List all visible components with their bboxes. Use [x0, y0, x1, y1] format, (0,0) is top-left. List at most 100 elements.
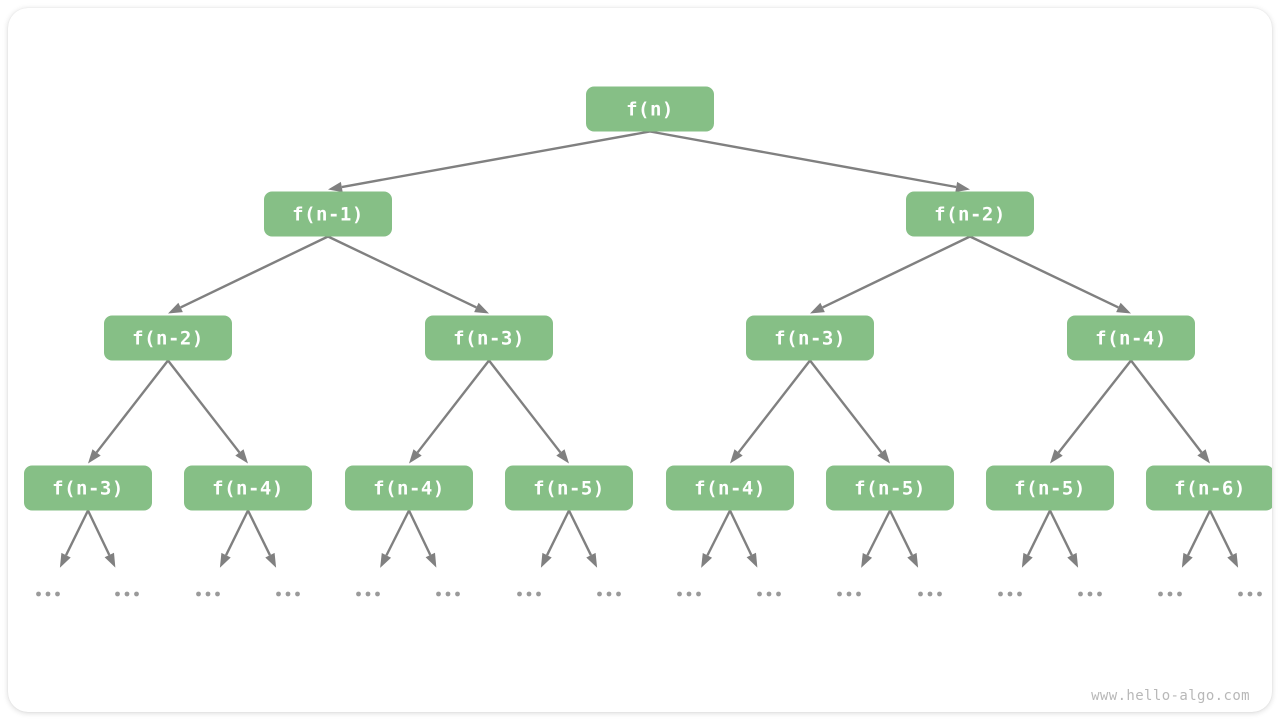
node-label: f(n-1) — [292, 204, 364, 226]
ellipsis-dot — [927, 591, 933, 597]
arrow-head-icon — [810, 302, 825, 314]
tree-node[interactable]: f(n-3) — [746, 315, 874, 361]
arrow-head-icon — [235, 449, 248, 464]
leaf-stub-7-0 — [1181, 509, 1212, 568]
ellipsis-group — [918, 591, 942, 597]
edge-l1-1-c0 — [810, 235, 971, 314]
tree-node[interactable]: f(n-4) — [184, 465, 312, 511]
node-box[interactable] — [104, 315, 232, 361]
edge-line — [545, 509, 571, 556]
ellipsis-dot — [846, 591, 852, 597]
node-box[interactable] — [184, 465, 312, 511]
node-label: f(n-4) — [373, 478, 445, 500]
tree-node[interactable]: f(n-4) — [345, 465, 473, 511]
tree-node[interactable]: f(n-5) — [826, 465, 954, 511]
leaf-stub-2-0 — [380, 509, 411, 568]
tree-node[interactable]: f(n-4) — [666, 465, 794, 511]
ellipsis-dot — [196, 591, 201, 597]
leaf-stub-5-0 — [861, 509, 892, 568]
tree-node[interactable]: f(n-5) — [986, 465, 1114, 511]
ellipsis-dot — [436, 591, 441, 597]
ellipsis-dot — [837, 591, 842, 597]
ellipsis-dot — [1177, 591, 1182, 597]
arrow-head-icon — [59, 552, 71, 568]
ellipsis-dot — [124, 591, 130, 597]
node-box[interactable] — [1067, 315, 1195, 361]
ellipsis-dot — [295, 591, 300, 597]
leaf-stub-1-0 — [219, 509, 250, 568]
ellipsis-group — [998, 591, 1022, 597]
edge-line — [488, 359, 562, 454]
ellipsis-dot — [1097, 591, 1102, 597]
node-box[interactable] — [24, 465, 152, 511]
ellipsis-dot — [766, 591, 772, 597]
node-box[interactable] — [425, 315, 553, 361]
watermark-label: www.hello-algo.com — [1091, 688, 1250, 704]
node-box[interactable] — [906, 191, 1034, 237]
arrow-head-icon — [1116, 302, 1131, 314]
node-box[interactable] — [666, 465, 794, 511]
ellipsis-dot — [1087, 591, 1093, 597]
leaf-stub-0-0 — [59, 509, 90, 568]
edge-line — [64, 509, 90, 556]
edge-l2-1-c1 — [488, 359, 569, 464]
ellipsis-dot — [517, 591, 522, 597]
node-box[interactable] — [505, 465, 633, 511]
edge-l2-2-c0 — [730, 359, 811, 464]
tree-node[interactable]: f(n-2) — [906, 191, 1034, 237]
edge-line — [1130, 359, 1203, 454]
edge-l2-0-c0 — [88, 359, 169, 464]
ellipsis-dot — [205, 591, 211, 597]
leaf-stub-4-1 — [728, 509, 758, 568]
arrow-head-icon — [1197, 449, 1210, 464]
ellipsis-dot — [215, 591, 220, 597]
node-box[interactable] — [746, 315, 874, 361]
arrow-head-icon — [877, 449, 890, 464]
ellipsis-group — [36, 591, 60, 597]
arrow-head-icon — [380, 553, 392, 568]
node-box[interactable] — [345, 465, 473, 511]
ellipsis-group — [677, 591, 701, 597]
tree-node[interactable]: f(n) — [586, 86, 714, 132]
node-label: f(n) — [626, 99, 674, 121]
node-box[interactable] — [1146, 465, 1272, 511]
edge-l1-0-c0 — [168, 235, 329, 314]
ellipsis-dot — [536, 591, 541, 597]
ellipsis-group — [436, 591, 460, 597]
node-box[interactable] — [986, 465, 1114, 511]
tree-node[interactable]: f(n-3) — [425, 315, 553, 361]
edge-line — [1057, 359, 1132, 454]
ellipsis-dot — [1238, 591, 1243, 597]
tree-node[interactable]: f(n-5) — [505, 465, 633, 511]
ellipsis-dot — [445, 591, 451, 597]
arrow-head-icon — [540, 552, 552, 568]
tree-node[interactable]: f(n-2) — [104, 315, 232, 361]
tree-node[interactable]: f(n-4) — [1067, 315, 1195, 361]
leaf-stub-7-1 — [1208, 509, 1239, 568]
node-label: f(n-3) — [774, 328, 846, 350]
ellipsis-group — [356, 591, 380, 597]
ellipsis-dot — [45, 591, 51, 597]
arrow-head-icon — [425, 552, 437, 568]
edge-l1-1-c1 — [969, 235, 1131, 314]
edge-line — [822, 235, 971, 309]
node-label: f(n-5) — [854, 478, 926, 500]
edge-line — [706, 509, 732, 556]
arrow-head-icon — [746, 552, 758, 568]
arrow-head-icon — [730, 449, 743, 464]
node-box[interactable] — [264, 191, 392, 237]
tree-node[interactable]: f(n-3) — [24, 465, 152, 511]
edge-line — [888, 509, 914, 556]
edge-l2-3-c0 — [1050, 359, 1132, 464]
node-box[interactable] — [586, 86, 714, 132]
tree-node[interactable]: f(n-6) — [1146, 465, 1272, 511]
node-label: f(n-3) — [453, 328, 525, 350]
leaf-stub-6-1 — [1048, 509, 1079, 568]
ellipsis-dot — [1247, 591, 1253, 597]
ellipsis-dot — [134, 591, 139, 597]
arrow-head-icon — [328, 181, 343, 193]
tree-node[interactable]: f(n-1) — [264, 191, 392, 237]
edge-l2-0-c1 — [167, 359, 248, 464]
node-box[interactable] — [826, 465, 954, 511]
nodes-layer: f(n) f(n-1) f(n-2) f(n-2) f(n-3) f(n-3) f(n-4)… — [24, 86, 1272, 511]
